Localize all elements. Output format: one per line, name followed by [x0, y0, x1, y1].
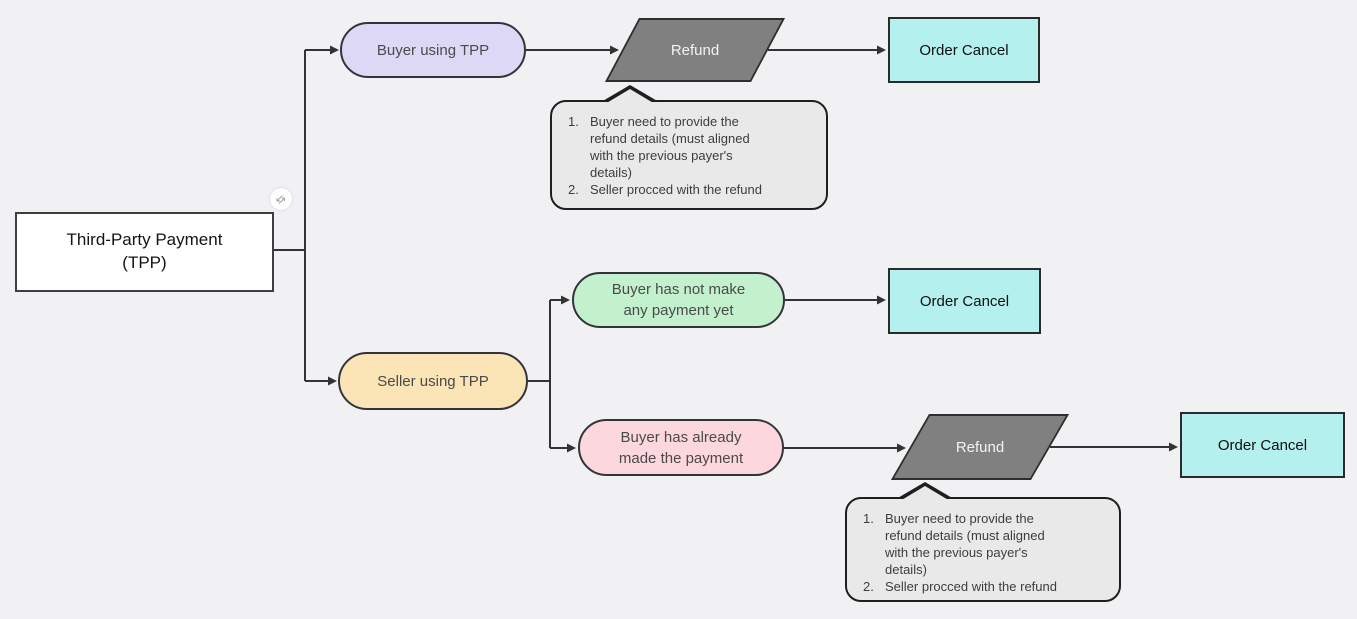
node-buyer-using-tpp[interactable]: Buyer using TPP	[340, 22, 526, 78]
note-item: 2. Seller procced with the refund	[568, 182, 762, 198]
node-label: Order Cancel	[919, 41, 1009, 59]
node-refund-bottom[interactable]: Refund	[890, 414, 1070, 480]
node-third-party-payment[interactable]: Third-Party Payment (TPP)	[15, 212, 274, 292]
node-order-cancel-top[interactable]: Order Cancel	[888, 17, 1040, 83]
note-item: 2. Seller procced with the refund	[863, 579, 1057, 595]
node-seller-using-tpp[interactable]: Seller using TPP	[338, 352, 528, 410]
link-arrows-icon[interactable]: ⇆	[270, 188, 292, 210]
node-label: Refund	[955, 438, 1005, 456]
node-order-cancel-middle[interactable]: Order Cancel	[888, 268, 1041, 334]
node-buyer-already-paid[interactable]: Buyer has already made the payment	[578, 419, 784, 476]
node-label: Buyer has not make any payment yet	[611, 281, 746, 319]
node-label: Buyer has already made the payment	[618, 428, 744, 467]
node-label: Order Cancel	[1217, 436, 1308, 454]
node-label: Buyer using TPP	[376, 41, 490, 59]
node-order-cancel-bottom[interactable]: Order Cancel	[1180, 412, 1345, 478]
note-item: 1. Buyer need to provide the refund deta…	[863, 511, 1045, 578]
note-item: 1. Buyer need to provide the refund deta…	[568, 114, 750, 181]
node-buyer-no-payment[interactable]: Buyer has not make any payment yet	[572, 272, 785, 328]
note-refund-steps-top[interactable]: 1. Buyer need to provide the refund deta…	[550, 85, 828, 210]
node-label: Third-Party Payment (TPP)	[66, 230, 223, 272]
note-refund-steps-bottom[interactable]: 1. Buyer need to provide the refund deta…	[845, 482, 1121, 602]
node-label: Refund	[670, 41, 720, 59]
node-refund-top[interactable]: Refund	[604, 18, 786, 82]
node-label: Order Cancel	[919, 292, 1010, 310]
node-label: Seller using TPP	[377, 372, 489, 390]
